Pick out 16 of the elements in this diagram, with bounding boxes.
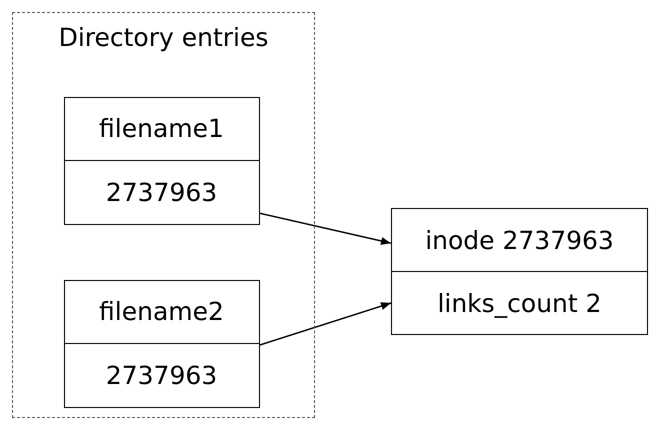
cell-text: filename1 [99, 114, 224, 143]
cell-text: inode 2737963 [425, 226, 614, 254]
arrow [260, 212, 392, 245]
group-title: Directory entries [58, 23, 270, 52]
record-cell [391, 271, 648, 335]
record-cell [64, 160, 260, 224]
cell-text: 2737963 [106, 178, 218, 206]
cell-text: links_count 2 [437, 288, 602, 318]
record-cell [64, 342, 260, 408]
cell-text: filename2 [99, 297, 224, 326]
cell-text: 2737963 [106, 360, 218, 390]
record-cell [64, 96, 260, 160]
arrow [260, 302, 392, 346]
record-cell [64, 280, 260, 344]
group-box [12, 12, 315, 418]
record-cell [391, 208, 648, 272]
